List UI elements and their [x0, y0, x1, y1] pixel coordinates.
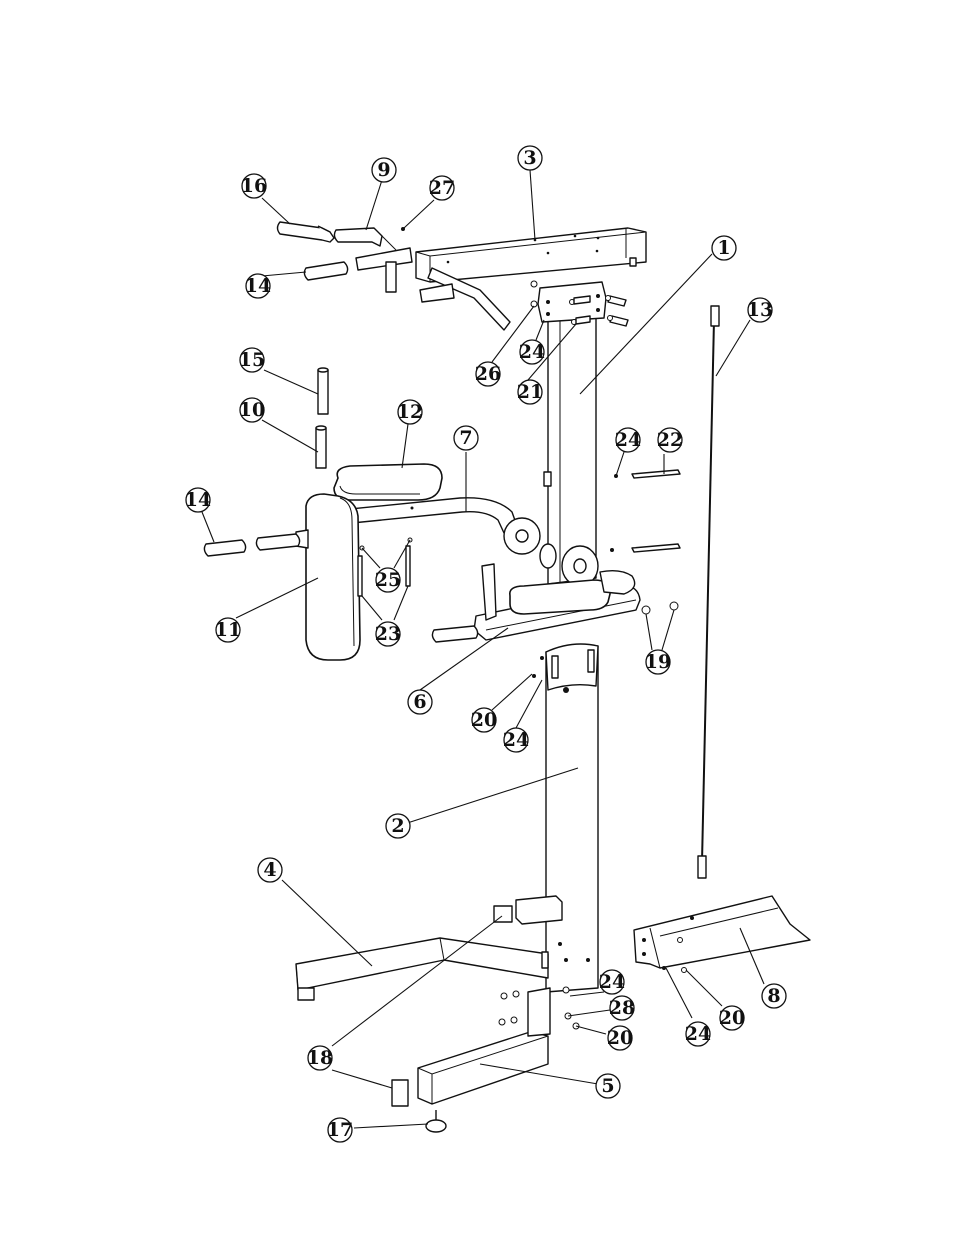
svg-text:13: 13	[747, 299, 773, 321]
callout-8: 8	[762, 984, 786, 1008]
callout-5: 5	[596, 1074, 620, 1098]
part-14-left-sleeve	[204, 534, 299, 556]
part-4-base-leg	[296, 938, 548, 1000]
svg-text:25: 25	[375, 569, 401, 591]
svg-text:19: 19	[645, 651, 671, 673]
callout-25: 25	[375, 568, 401, 592]
callout-24-mid: 24	[503, 728, 529, 752]
part-5-base-leg	[418, 988, 550, 1104]
svg-text:5: 5	[601, 1075, 614, 1097]
callout-20-base: 20	[607, 1026, 633, 1050]
part-17-foot	[426, 1110, 446, 1132]
svg-text:15: 15	[239, 349, 265, 371]
svg-text:2: 2	[391, 815, 404, 837]
callout-24-right: 24	[615, 428, 641, 452]
svg-text:11: 11	[215, 619, 241, 641]
callout-24-base: 24	[599, 970, 625, 994]
part-9-grip	[334, 228, 396, 250]
part-7-seat-frame	[340, 498, 540, 554]
callout-2: 2	[386, 814, 410, 838]
part-15-pin	[318, 368, 328, 414]
svg-text:20: 20	[719, 1007, 745, 1029]
svg-text:24: 24	[599, 971, 625, 993]
svg-text:24: 24	[615, 429, 641, 451]
callout-7: 7	[454, 426, 478, 450]
part-11-back-pad	[296, 494, 360, 660]
part-13-rod	[698, 306, 719, 878]
svg-text:24: 24	[503, 729, 529, 751]
part-19-knobs	[642, 602, 678, 614]
svg-text:20: 20	[471, 709, 497, 731]
part-10-pin	[316, 426, 326, 468]
svg-text:6: 6	[413, 691, 426, 713]
part-12-seat-pad	[334, 464, 442, 500]
svg-text:3: 3	[523, 147, 536, 169]
svg-text:14: 14	[245, 275, 271, 297]
svg-text:28: 28	[609, 997, 635, 1019]
part-16-grip	[278, 222, 335, 242]
callout-28: 28	[609, 996, 635, 1020]
svg-text:24: 24	[519, 341, 545, 363]
callout-6: 6	[408, 690, 432, 714]
svg-text:26: 26	[475, 363, 501, 385]
callout-16: 16	[241, 174, 267, 198]
callout-20-bracket: 20	[719, 1006, 745, 1030]
svg-text:20: 20	[607, 1027, 633, 1049]
callout-14-top: 14	[245, 274, 271, 298]
svg-text:4: 4	[263, 859, 276, 881]
callout-1: 1	[712, 236, 736, 260]
part-14-top-sleeve	[304, 262, 347, 280]
callout-24-bracket: 24	[685, 1022, 711, 1046]
callout-23: 23	[375, 622, 401, 646]
callout-12: 12	[397, 400, 423, 424]
svg-text:7: 7	[459, 427, 472, 449]
part-2-lower-post	[532, 644, 598, 992]
svg-text:1: 1	[717, 237, 730, 259]
callout-17: 17	[327, 1118, 353, 1142]
part-1-upper-post	[538, 282, 606, 584]
callout-19: 19	[645, 650, 671, 674]
callout-24-top: 24	[519, 340, 545, 364]
svg-text:14: 14	[185, 489, 211, 511]
callout-15: 15	[239, 348, 265, 372]
callout-22: 22	[657, 428, 683, 452]
callout-4: 4	[258, 858, 282, 882]
svg-text:10: 10	[239, 399, 265, 421]
svg-text:18: 18	[307, 1047, 333, 1069]
svg-text:9: 9	[377, 159, 390, 181]
callout-18: 18	[307, 1046, 333, 1070]
svg-text:8: 8	[767, 985, 780, 1007]
callout-21: 21	[517, 380, 543, 404]
part-6-lower-arm	[432, 564, 640, 642]
part-8-rear-bracket	[634, 896, 810, 973]
callout-3: 3	[518, 146, 542, 170]
svg-text:21: 21	[517, 381, 543, 403]
svg-text:22: 22	[657, 429, 683, 451]
svg-text:23: 23	[375, 623, 401, 645]
callout-9: 9	[372, 158, 396, 182]
svg-text:17: 17	[327, 1119, 353, 1141]
callout-13: 13	[747, 298, 773, 322]
svg-text:12: 12	[397, 401, 423, 423]
callout-11: 11	[215, 618, 241, 642]
callout-14-left: 14	[185, 488, 211, 512]
part-22-bolts	[610, 470, 680, 552]
callout-20-mid: 20	[471, 708, 497, 732]
svg-text:24: 24	[685, 1023, 711, 1045]
svg-text:16: 16	[241, 175, 267, 197]
callout-27: 27	[429, 176, 455, 200]
callout-26: 26	[475, 362, 501, 386]
leader-lines	[202, 170, 764, 1128]
svg-text:27: 27	[429, 177, 455, 199]
callout-10: 10	[239, 398, 265, 422]
